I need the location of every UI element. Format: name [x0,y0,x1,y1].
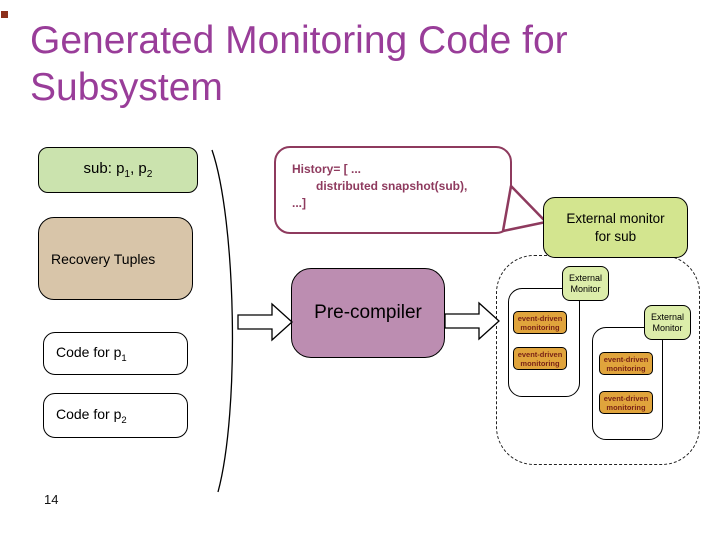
event-driven-monitoring-box-2: event-driven monitoring [513,347,567,370]
code-for-p1-label: Code for p1 [56,343,127,364]
event-driven-1-line-1: event-driven [517,313,563,323]
event-driven-monitoring-box-4: event-driven monitoring [599,391,653,414]
event-driven-2-line-2: monitoring [520,358,560,368]
event-driven-monitoring-box-1: event-driven monitoring [513,311,567,334]
recovery-tuples-label: Recovery Tuples [51,250,156,267]
arrow-inputs-to-precompiler-icon [237,302,293,342]
external-monitor-2-line-2: Monitor [652,322,683,333]
event-driven-3-line-2: monitoring [606,363,646,373]
history-line-3: ...] [292,196,306,210]
sub-processes-label: sub: p1, p2 [83,160,153,180]
event-driven-monitoring-box-3: event-driven monitoring [599,352,653,375]
external-monitor-2-line-1: External [650,311,685,322]
recovery-tuples-box: Recovery Tuples [38,217,193,300]
history-line-2: distributed snapshot(sub), [316,179,468,193]
slide-title: Generated Monitoring Code for Subsystem [30,19,568,109]
external-monitor-box-1: External Monitor [562,266,609,301]
monitor-inner-box-2 [592,327,663,440]
external-monitor-1-line-2: Monitor [570,283,601,294]
precompiler-label: Pre-compiler [314,302,422,323]
history-callout: History= [ ... distributed snapshot(sub)… [274,146,512,234]
external-monitor-box-2: External Monitor [644,305,691,340]
event-driven-4-line-2: monitoring [606,402,646,412]
event-driven-3-line-1: event-driven [603,354,649,364]
sub-processes-box: sub: p1, p2 [38,147,198,193]
external-monitor-for-sub-line-1: External monitor [566,210,665,226]
code-for-p2-box: Code for p2 [43,393,188,438]
arrow-precompiler-to-monitor-icon [444,301,500,341]
page-number: 14 [44,492,59,507]
external-monitor-for-sub-line-2: for sub [594,228,637,244]
event-driven-1-line-2: monitoring [520,322,560,332]
code-for-p1-box: Code for p1 [43,332,188,375]
monitor-inner-box-1 [508,288,580,397]
external-monitor-1-line-1: External [568,272,603,283]
history-line-1: History= [ ... [292,162,362,176]
event-driven-2-line-1: event-driven [517,349,563,359]
title-bullet-square-icon [1,11,8,18]
code-for-p2-label: Code for p2 [56,405,127,426]
precompiler-box: Pre-compiler [291,268,445,358]
event-driven-4-line-1: event-driven [603,393,649,403]
external-monitor-for-sub-box: External monitor for sub [543,197,688,258]
grouping-brace-curve [211,149,234,493]
